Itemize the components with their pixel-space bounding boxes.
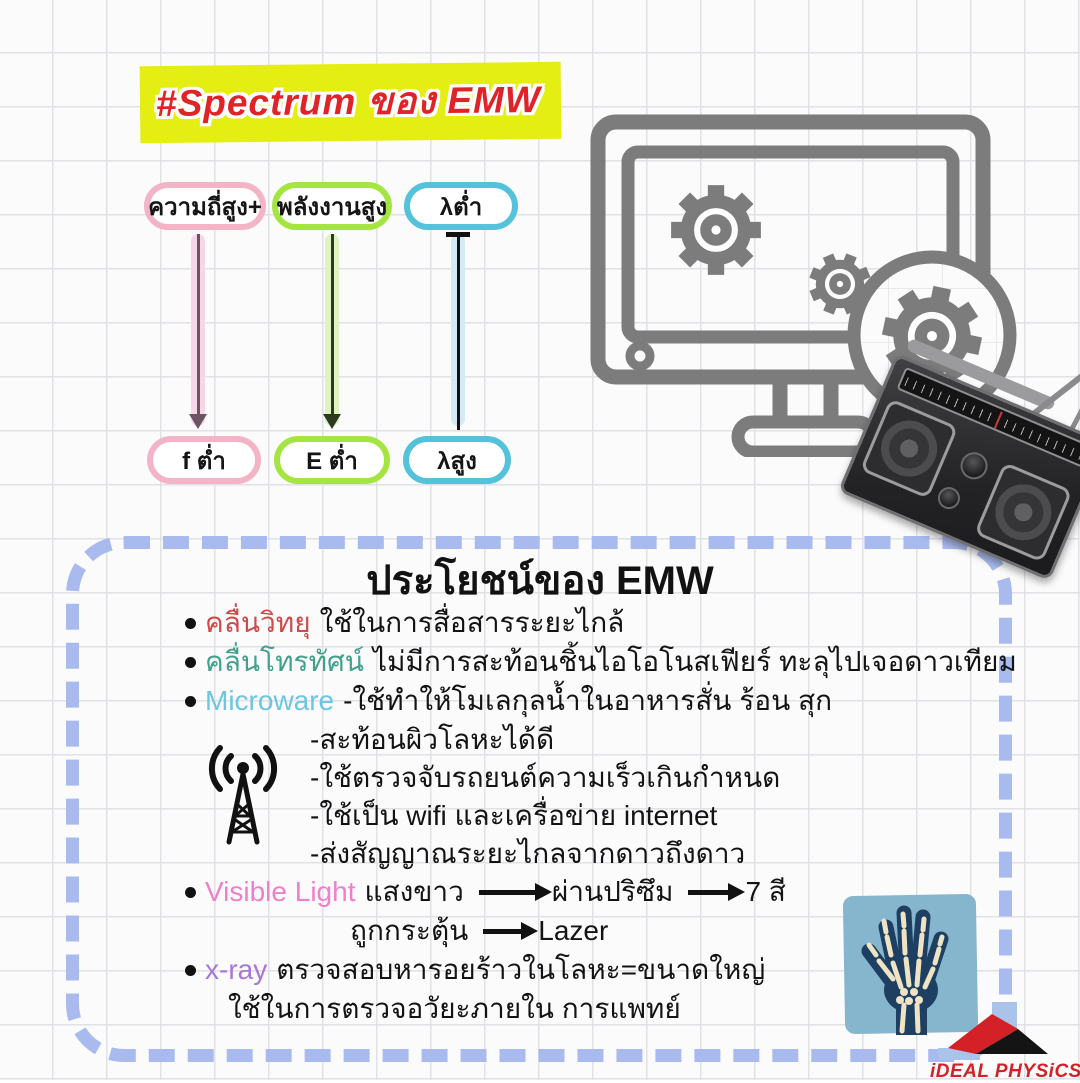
arrow-right-icon bbox=[688, 882, 746, 901]
xray-hand-icon bbox=[843, 894, 979, 1035]
radio-tower-icon bbox=[208, 745, 278, 845]
pill-low-f: f ต่ำ bbox=[147, 436, 261, 484]
down-arrowhead-icon bbox=[189, 414, 207, 429]
benefit-text: แสงขาว bbox=[364, 876, 464, 907]
benefit-label: Microware bbox=[205, 685, 335, 716]
bullet-icon bbox=[185, 656, 196, 668]
benefit-text: 7 สี bbox=[745, 876, 786, 907]
pill-label: λต่ำ bbox=[439, 193, 483, 221]
benefit-text: Lazer bbox=[538, 915, 609, 946]
bullet-icon bbox=[185, 964, 196, 976]
benefit-text: ตรวจสอบหารอยร้าวในโลหะ=ขนาดใหญ่ bbox=[276, 954, 766, 985]
pill-label: λสูง bbox=[437, 447, 477, 475]
benefit-row-xray-2: ใช้ในการตรวจอวัยะภายใน การแพทย์ bbox=[228, 990, 681, 1028]
brand-logo: iDEAL PHYSiCS bbox=[930, 1002, 1080, 1083]
pill-high-frequency: ความถี่สูง+ bbox=[144, 182, 266, 230]
pill-high-energy: พลังงานสูง bbox=[272, 182, 392, 230]
benefit-text: ถูกกระตุ้น bbox=[350, 915, 469, 946]
benefit-label: Visible Light bbox=[205, 876, 356, 907]
pill-high-wavelength: λสูง bbox=[403, 436, 511, 484]
benefit-label: คลื่นโทรทัศน์ bbox=[205, 646, 364, 677]
benefit-row-lazer: ถูกกระตุ้น Lazer bbox=[350, 912, 608, 950]
benefit-row-microwave: Microware -ใช้ทำให้โมเลกุลน้ำในอาหารสั่น… bbox=[185, 682, 832, 720]
pill-low-wavelength: λต่ำ bbox=[404, 182, 518, 230]
arrow-right-icon bbox=[483, 921, 539, 940]
microwave-subline: -ใช้เป็น wifi และเครื่อข่าย internet bbox=[310, 797, 717, 835]
bullet-icon bbox=[185, 886, 196, 898]
pill-label: f ต่ำ bbox=[182, 447, 226, 475]
page-title: #Spectrum ของ EMW bbox=[155, 79, 541, 125]
down-arrow-icon bbox=[331, 234, 334, 416]
pill-label: พลังงานสูง bbox=[276, 193, 388, 221]
subline-text: -ใช้เป็น wifi และเครื่อข่าย internet bbox=[310, 800, 718, 831]
subline-text: -สะท้อนผิวโลหะได้ดี bbox=[310, 724, 555, 755]
computer-gears-icon bbox=[590, 114, 991, 457]
logo-mountain-icon bbox=[938, 1002, 1048, 1060]
pill-low-e: E ต่ำ bbox=[274, 436, 390, 484]
benefit-text: -ใช้ทำให้โมเลกุลน้ำในอาหารสั่น ร้อน สุก bbox=[343, 685, 833, 716]
bullet-icon bbox=[185, 695, 196, 707]
benefit-text: ผ่านปริซึม bbox=[551, 876, 674, 907]
benefit-label: x-ray bbox=[205, 954, 268, 985]
logo-text: iDEAL PHYSiCS bbox=[930, 1061, 1080, 1082]
benefit-text: ใช้ในการสื่อสารระยะไกล้ bbox=[319, 607, 625, 638]
page-title-highlight: #Spectrum ของ EMW bbox=[139, 61, 562, 144]
benefits-box bbox=[66, 536, 1012, 1062]
benefit-row-visible-light: Visible Light แสงขาว ผ่านปริซึม 7 สี bbox=[185, 873, 786, 911]
benefit-text: ใช้ในการตรวจอวัยะภายใน การแพทย์ bbox=[228, 993, 681, 1024]
down-arrowhead-icon bbox=[323, 414, 341, 429]
benefits-title: ประโยชน์ของ EMW bbox=[366, 559, 714, 603]
vertical-line-icon bbox=[457, 234, 460, 430]
microwave-subline: -สะท้อนผิวโลหะได้ดี bbox=[310, 721, 554, 759]
benefit-row-radio: คลื่นวิทยุ ใช้ในการสื่อสารระยะไกล้ bbox=[185, 604, 624, 642]
benefit-row-tv: คลื่นโทรทัศน์ ไม่มีการสะท้อนชิ้นไอโอโนสเ… bbox=[185, 643, 1017, 681]
pill-label: ความถี่สูง+ bbox=[148, 193, 262, 221]
subline-text: -ใช้ตรวจจับรถยนต์ความเร็วเกินกำหนด bbox=[310, 762, 781, 793]
microwave-subline: -ส่งสัญญาณระยะไกลจากดาวถึงดาว bbox=[310, 835, 745, 873]
down-arrow-icon bbox=[197, 234, 200, 416]
pill-label: E ต่ำ bbox=[306, 447, 358, 475]
benefit-text: ไม่มีการสะท้อนชิ้นไอโอโนสเฟียร์ ทะลุไปเจ… bbox=[372, 646, 1017, 677]
benefit-row-xray: x-ray ตรวจสอบหารอยร้าวในโลหะ=ขนาดใหญ่ bbox=[185, 951, 765, 989]
subline-text: -ส่งสัญญาณระยะไกลจากดาวถึงดาว bbox=[310, 838, 746, 869]
bullet-icon bbox=[185, 617, 196, 629]
benefit-label: คลื่นวิทยุ bbox=[205, 607, 311, 638]
arrow-right-icon bbox=[478, 882, 552, 901]
microwave-subline: -ใช้ตรวจจับรถยนต์ความเร็วเกินกำหนด bbox=[310, 759, 780, 797]
